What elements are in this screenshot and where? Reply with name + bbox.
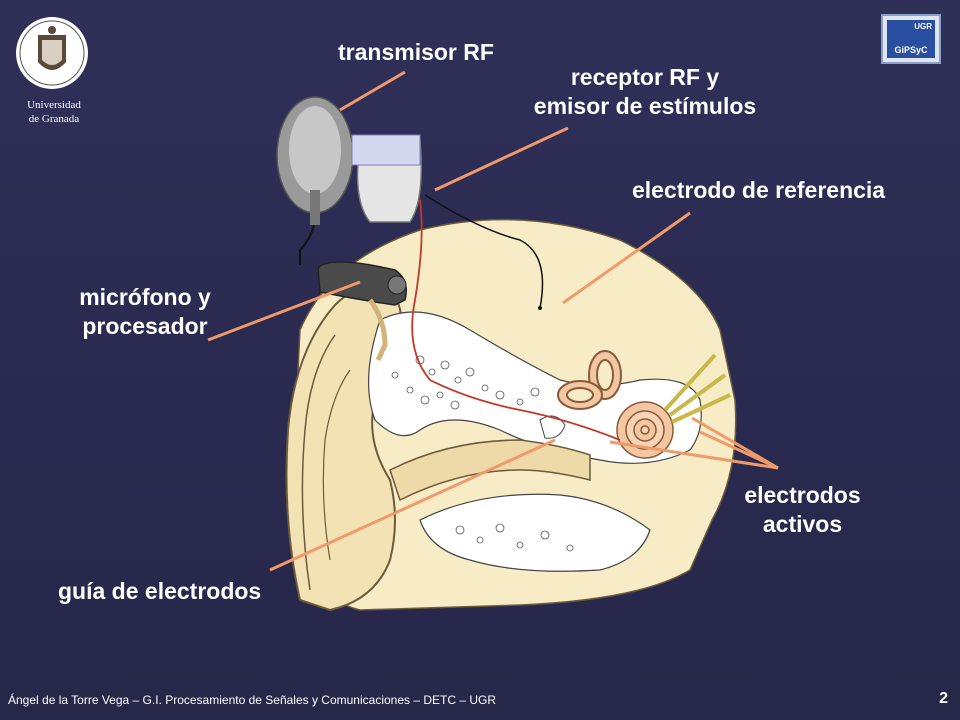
semicircular-canals <box>557 350 622 410</box>
label-electrodos-activos-line1: electrodos <box>744 482 861 508</box>
label-electrodos-activos-line2: activos <box>762 511 843 537</box>
logo-bottom-text: GiPSyC <box>894 45 928 55</box>
logo-top-text: UGR <box>914 22 932 31</box>
label-electrodos-activos: electrodos activos <box>720 481 885 539</box>
rf-receiver <box>351 134 422 223</box>
label-receptor-line1: receptor RF y <box>570 64 720 90</box>
rf-transmitter <box>276 96 354 265</box>
electrode-lead <box>411 199 621 441</box>
auditory-nerve <box>663 353 731 424</box>
label-receptor: receptor RF y emisor de estímulos <box>505 63 785 121</box>
label-receptor-line2: emisor de estímulos <box>533 93 757 119</box>
cochlea <box>616 401 674 459</box>
label-guia-electrodos: guía de electrodos <box>58 578 262 604</box>
page-number: 2 <box>939 690 948 707</box>
reference-wire <box>424 194 544 309</box>
university-name: Universidad de Granada <box>14 98 94 126</box>
label-electrodo-referencia: electrodo de referencia <box>632 177 886 203</box>
university-line2: de Granada <box>28 113 80 125</box>
label-microfono-line2: procesador <box>82 313 208 339</box>
processor <box>317 261 407 362</box>
university-line1: Universidad <box>27 99 81 111</box>
label-microfono: micrófono y procesador <box>50 283 240 341</box>
footer-credits: Ángel de la Torre Vega – G.I. Procesamie… <box>8 693 497 707</box>
label-microfono-line1: micrófono y <box>79 284 211 310</box>
label-transmisor: transmisor RF <box>338 39 494 65</box>
pointer-lines <box>207 70 779 572</box>
university-seal <box>16 17 88 89</box>
gipsyc-logo: UGR GiPSyC <box>881 14 941 64</box>
